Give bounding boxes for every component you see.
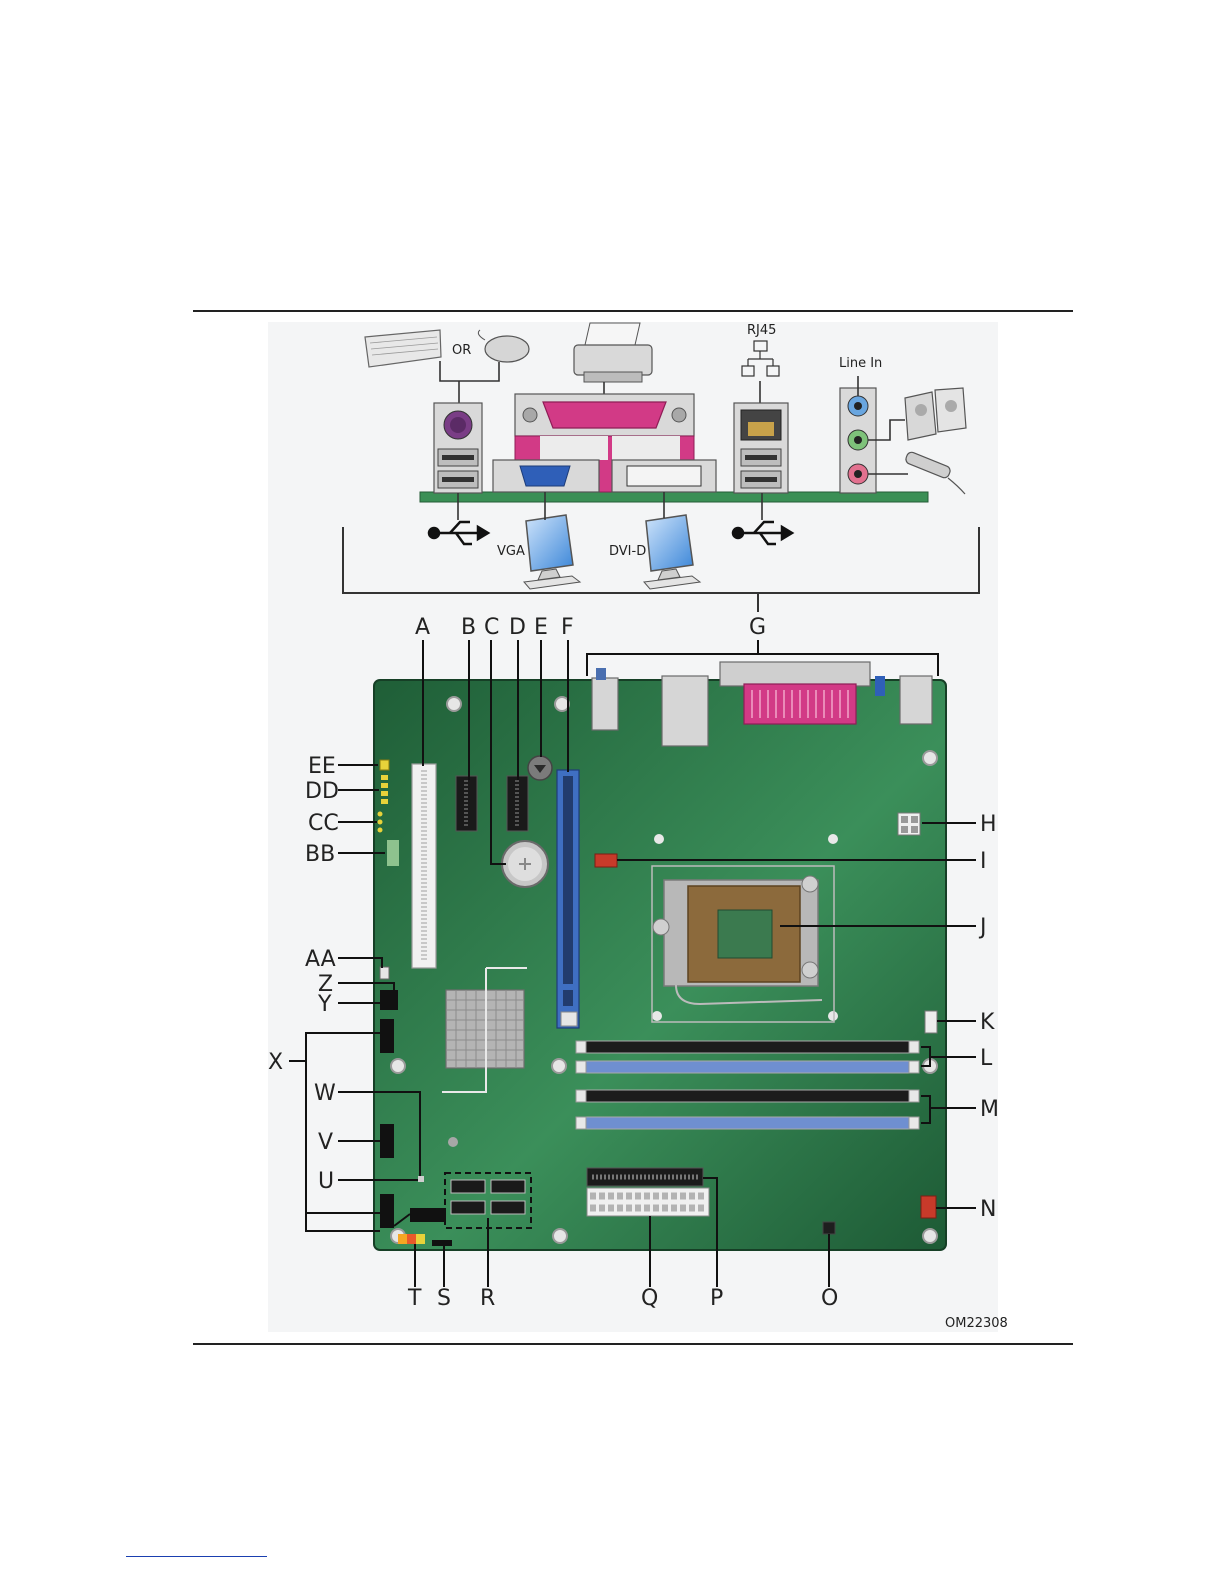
front-panel-header-t [398,1234,425,1244]
callout-k: K [980,1010,995,1035]
io-audio [900,676,932,724]
pcie-x16-slot [557,770,579,1028]
callout-z: Z [318,972,333,997]
battery [502,841,548,887]
callout-aa: AA [305,947,336,972]
ps2-usb-stack [434,403,482,493]
chassis-intrusion-header [823,1222,835,1234]
cpu-fan-header [595,854,617,867]
header-bb [387,840,399,866]
callout-x: X [268,1050,283,1075]
callout-h: H [980,812,997,837]
callout-l: L [980,1046,993,1071]
header-s [432,1240,452,1246]
callout-o: O [821,1286,838,1311]
header-cc [378,812,383,833]
onboard-speaker [528,756,552,780]
rear-fan-header [925,1011,937,1033]
callout-m: M [980,1097,999,1122]
callout-bb: BB [305,842,335,867]
lan-usb-stack [734,403,788,493]
callout-q: Q [641,1286,658,1311]
callout-j: J [978,915,987,940]
header-aa [380,967,389,979]
callout-v: V [318,1130,333,1155]
dvid-label: DVI-D [609,544,646,559]
jumper-ee [380,760,389,770]
callout-s: S [437,1286,451,1311]
io-usb-ps2 [592,678,618,730]
header-z-y [380,990,398,1010]
callout-b: B [461,615,476,640]
parallel-vga-dvi-block [493,394,716,492]
callout-w: W [314,1081,336,1106]
callout-ee: EE [308,754,336,779]
callout-f: F [561,615,574,640]
callout-p: P [710,1286,723,1311]
main-power-connector [587,1188,709,1216]
callout-t: T [407,1286,422,1311]
figure-id: OM22308 [945,1316,1008,1331]
pci-slot [412,764,436,968]
callout-n: N [980,1197,996,1222]
callout-cc: CC [308,811,339,836]
line-in-label: Line In [839,356,882,371]
footnote-separator [126,1556,267,1557]
atx12v-connector [898,813,920,835]
callout-e: E [534,615,548,640]
callout-g: G [749,615,766,640]
header-u [418,1176,424,1182]
or-label: OR [452,343,471,358]
usb-header-v [380,1124,394,1158]
io-vga-dvi [662,676,708,746]
callout-c: C [484,615,499,640]
rj45-label: RJ45 [747,323,776,338]
callout-dd: DD [305,779,339,804]
usb-header-x1 [380,1019,394,1053]
callout-r: R [480,1286,495,1311]
vga-label: VGA [497,544,525,559]
callout-u: U [318,1169,334,1194]
pcie-x1-slot [507,776,528,831]
header-w-x3 [410,1208,446,1222]
ide-connector [587,1168,703,1186]
pcie-x1-slot [456,776,477,831]
callout-a: A [415,615,430,640]
callout-i: I [980,849,987,874]
callout-d: D [509,615,526,640]
motherboard [374,662,946,1250]
front-fan-header [921,1196,936,1218]
usb-header-x2 [380,1194,394,1228]
